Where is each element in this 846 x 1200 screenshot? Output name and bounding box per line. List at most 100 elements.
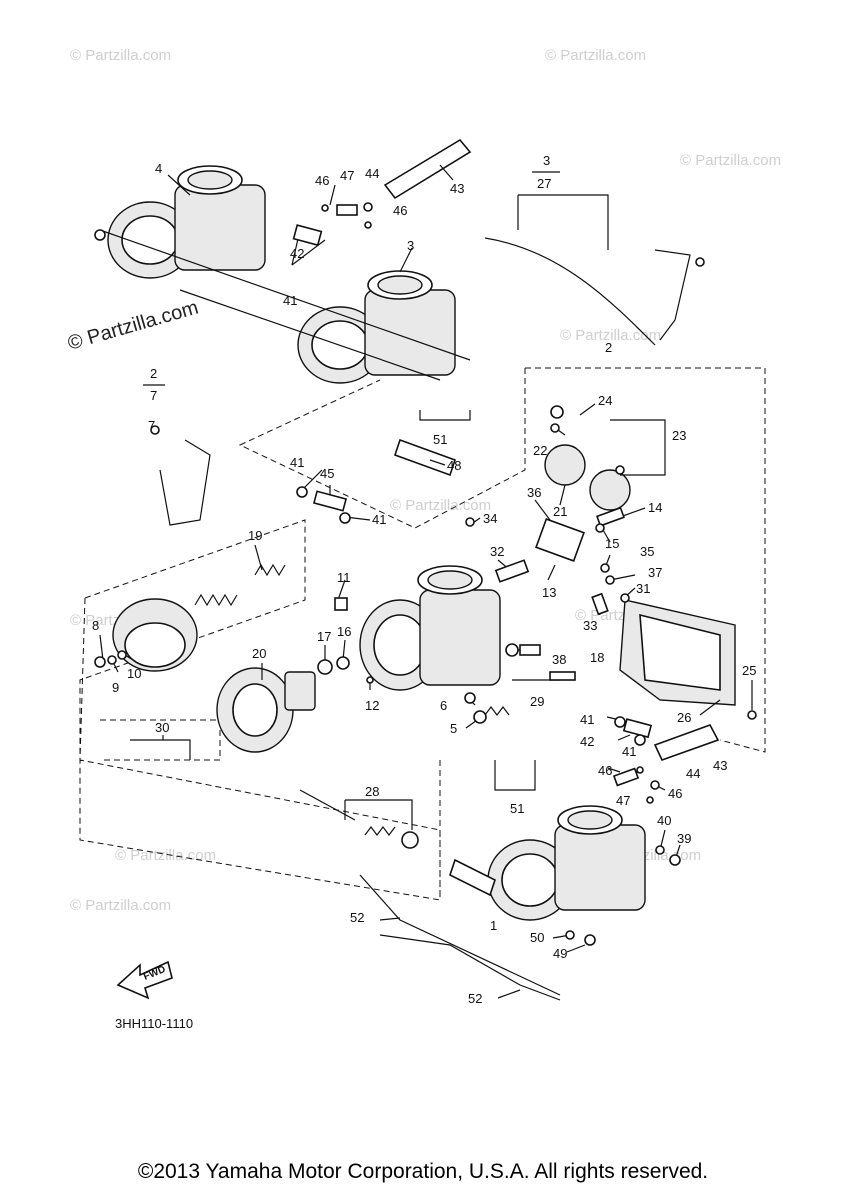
callout-1: 1 [490, 918, 497, 933]
spring-19 [194, 563, 286, 607]
callout-42b: 42 [580, 734, 594, 749]
callout-47: 47 [340, 168, 354, 183]
callout-3: 3 [407, 238, 414, 253]
callout-44b: 44 [686, 766, 700, 781]
callout-4: 4 [155, 161, 162, 176]
callout-37: 37 [648, 565, 662, 580]
callout-25: 25 [742, 663, 756, 678]
callout-42: 42 [290, 246, 304, 261]
group-bracket-2-7: 2 7 [143, 366, 165, 403]
callout-39: 39 [677, 831, 691, 846]
fwd-arrow-icon: FWD [116, 960, 173, 1000]
callout-28: 28 [365, 784, 379, 799]
callout-33: 33 [583, 618, 597, 633]
watermark: © Partzilla.com [70, 897, 171, 914]
assembly-boundaries [79, 367, 766, 901]
callout-41e: 41 [622, 744, 636, 759]
callout-5: 5 [450, 721, 457, 736]
callout-14: 14 [648, 500, 662, 515]
callout-31: 31 [636, 581, 650, 596]
callout-18: 18 [590, 650, 604, 665]
callout-43: 43 [450, 181, 464, 196]
callout-16: 16 [337, 624, 351, 639]
bracket-right [654, 249, 691, 341]
watermark: © Partzilla.com [680, 152, 781, 169]
group-label: 27 [537, 176, 551, 191]
callout-6: 6 [440, 698, 447, 713]
callout-29: 29 [530, 694, 544, 709]
watermark: © Partzilla.com [560, 327, 661, 344]
callout-17: 17 [317, 629, 331, 644]
callout-numbers: 4 3 46 47 44 46 43 42 41 51 48 41 45 41 … [92, 161, 756, 1006]
callout-46d: 46 [668, 786, 682, 801]
callout-44: 44 [365, 166, 379, 181]
callout-48: 48 [447, 458, 461, 473]
callout-26: 26 [677, 710, 691, 725]
callout-20: 20 [252, 646, 266, 661]
callout-46c: 46 [598, 763, 612, 778]
callout-10: 10 [127, 666, 141, 681]
callout-41c: 41 [372, 512, 386, 527]
group-bracket-3-27: 3 27 [517, 153, 609, 250]
callout-13: 13 [542, 585, 556, 600]
watermark: © Partzilla.com [115, 847, 216, 864]
callout-32: 32 [490, 544, 504, 559]
callout-51b: 51 [510, 801, 524, 816]
callout-34: 34 [483, 511, 497, 526]
throttle-cable [484, 237, 656, 346]
callout-45: 45 [320, 466, 334, 481]
callout-19: 19 [248, 528, 262, 543]
callout-41: 41 [283, 293, 297, 308]
small-parts [94, 202, 757, 946]
carburetor-center [359, 565, 501, 691]
float-bowl-18 [619, 599, 736, 706]
callout-15: 15 [605, 536, 619, 551]
callout-41d: 41 [580, 712, 594, 727]
callout-40: 40 [657, 813, 671, 828]
group-label: 2 [150, 366, 157, 381]
callout-12: 12 [365, 698, 379, 713]
callout-8: 8 [92, 618, 99, 633]
callout-36: 36 [527, 485, 541, 500]
hose-43-right [653, 724, 720, 761]
copyright-notice: ©2013 Yamaha Motor Corporation, U.S.A. A… [137, 1160, 709, 1183]
callout-30: 30 [155, 720, 169, 735]
callout-24: 24 [598, 393, 612, 408]
callout-9: 9 [112, 680, 119, 695]
watermark: © Partzilla.com [545, 47, 646, 64]
callout-23: 23 [672, 428, 686, 443]
group-label: 7 [150, 388, 157, 403]
callout-51: 51 [433, 432, 447, 447]
callout-41b: 41 [290, 455, 304, 470]
callout-38: 38 [552, 652, 566, 667]
link-rod-52-b [379, 934, 561, 1001]
callout-47b: 47 [616, 793, 630, 808]
callout-35: 35 [640, 544, 654, 559]
bracket-left [159, 439, 211, 526]
group-label: 2 [605, 340, 612, 355]
hose-43-top [383, 138, 472, 200]
carburetor-lower [487, 805, 646, 921]
hose-48 [393, 438, 457, 477]
float-21 [544, 444, 631, 511]
callout-46b: 46 [393, 203, 407, 218]
callout-43b: 43 [713, 758, 727, 773]
link-rod-52 [359, 874, 561, 996]
group-label: 3 [543, 153, 550, 168]
chamber-cover [112, 598, 198, 672]
watermark: © Partzilla.com [390, 497, 491, 514]
watermark-main: © Partzilla.com [65, 297, 201, 355]
callout-7-bolt: 7 [148, 418, 155, 433]
piston-20 [216, 667, 316, 753]
callout-11: 11 [337, 570, 351, 585]
callout-52b: 52 [468, 991, 482, 1006]
callout-50: 50 [530, 930, 544, 945]
diagram-code: 3HH110-1110 [115, 1016, 193, 1031]
watermark: © Partzilla.com [70, 47, 171, 64]
callout-49: 49 [553, 946, 567, 961]
callout-21: 21 [553, 504, 567, 519]
callout-22: 22 [533, 443, 547, 458]
carburetor-upper-left [107, 165, 266, 279]
callout-52: 52 [350, 910, 364, 925]
